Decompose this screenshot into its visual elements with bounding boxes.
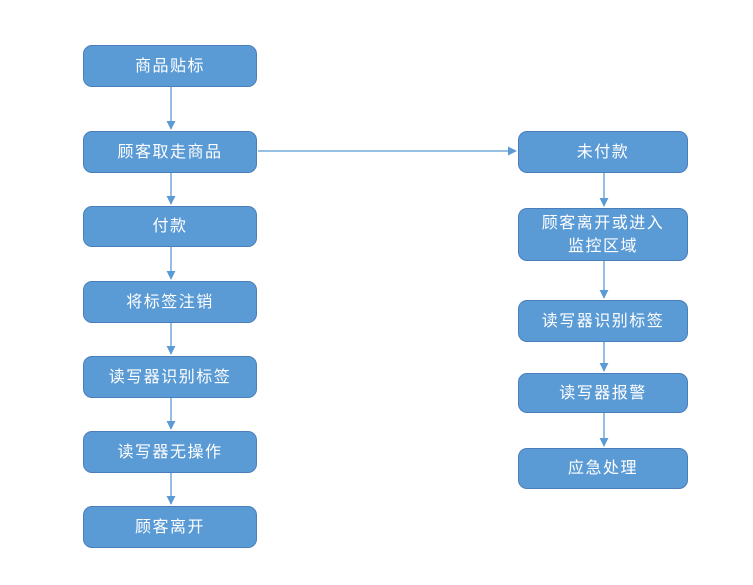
node-emergency-handling: 应急处理 xyxy=(518,448,688,489)
node-customer-leaves: 顾客离开 xyxy=(83,506,257,548)
node-customer-takes-product: 顾客取走商品 xyxy=(83,131,257,173)
node-unpaid: 未付款 xyxy=(518,131,688,173)
node-payment: 付款 xyxy=(83,206,257,247)
node-reader-alarm: 读写器报警 xyxy=(518,373,688,413)
node-deactivate-tag: 将标签注销 xyxy=(83,281,257,323)
node-reader-identifies-tag: 读写器识别标签 xyxy=(83,356,257,398)
node-reader-identifies-tag-alarm-path: 读写器识别标签 xyxy=(518,300,688,342)
node-reader-no-operation: 读写器无操作 xyxy=(83,431,257,473)
node-product-labeling: 商品贴标 xyxy=(83,45,257,87)
node-customer-leaves-or-enters-monitored-area: 顾客离开或进入 监控区域 xyxy=(518,208,688,261)
